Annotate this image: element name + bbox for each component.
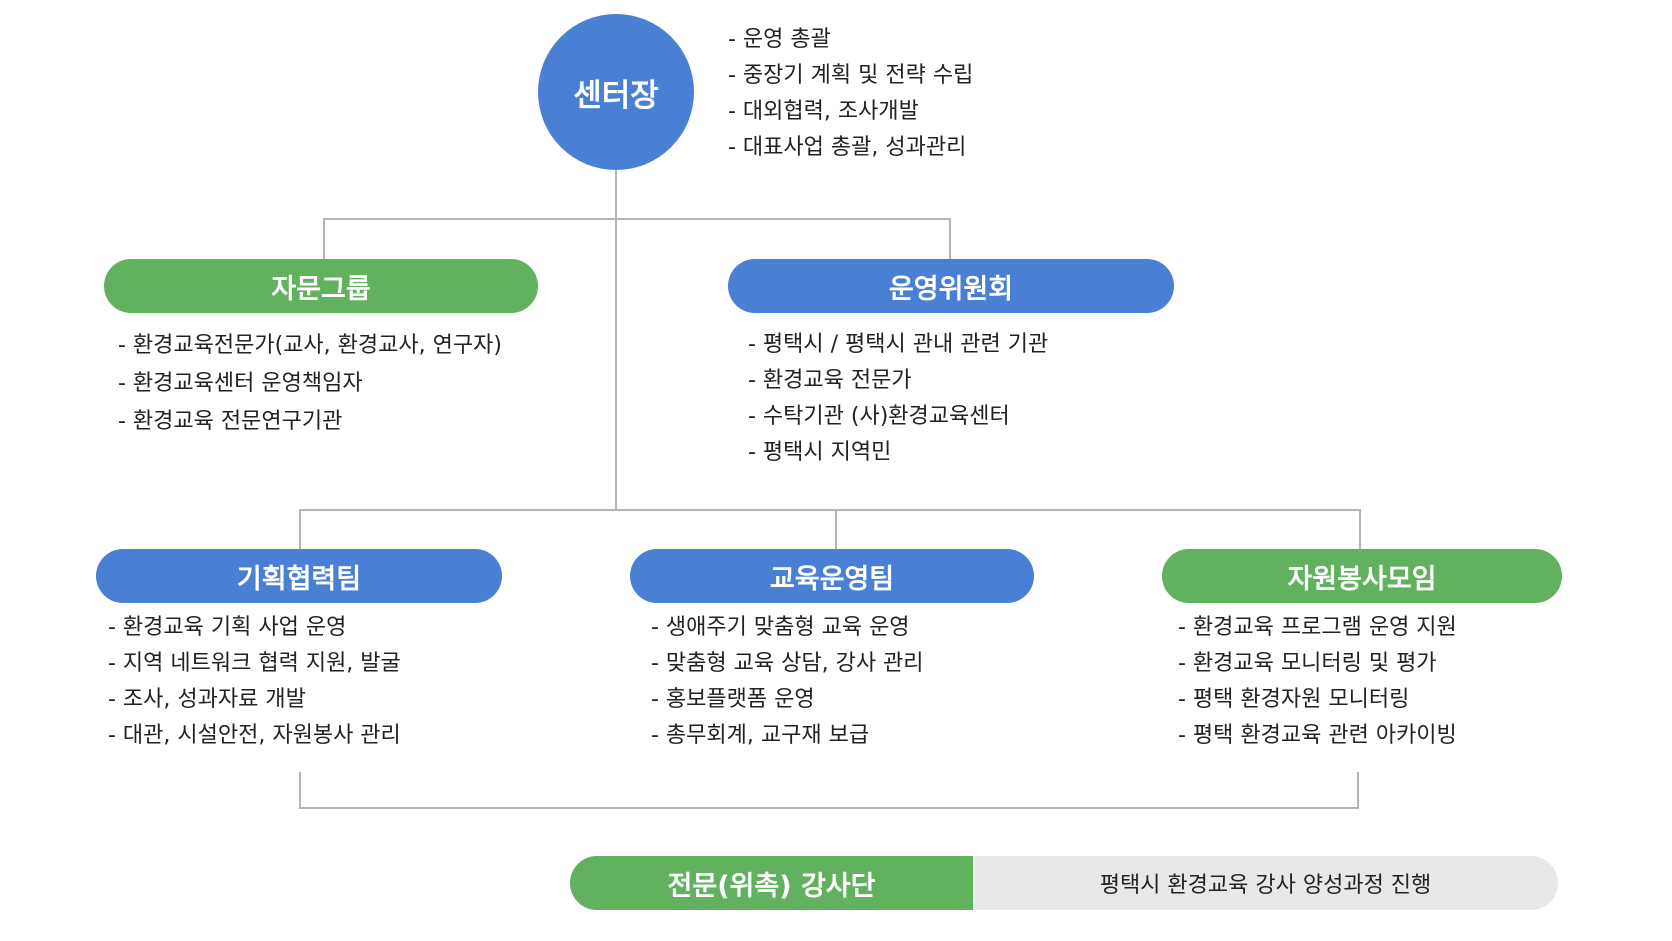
director-duty: - 대외협력, 조사개발 (728, 99, 919, 124)
education-team-item: - 홍보플랫폼 운영 (651, 687, 815, 712)
operating-committee-items: - 평택시 / 평택시 관내 관련 기관 - 환경교육 전문가 - 수탁기관 (… (748, 327, 1048, 471)
committee-item: - 환경교육 전문가 (748, 368, 912, 393)
director-duty: - 운영 총괄 (728, 27, 831, 52)
director-duties: - 운영 총괄 - 중장기 계획 및 전략 수립 - 대외협력, 조사개발 - … (728, 22, 973, 166)
operating-committee-node: 운영위원회 (728, 259, 1174, 313)
volunteer-item: - 평택 환경자원 모니터링 (1178, 687, 1410, 712)
advisory-group-node: 자문그룹 (104, 259, 538, 313)
advisory-item: - 환경교육 전문연구기관 (118, 409, 343, 434)
education-team-item: - 생애주기 맞춤형 교육 운영 (651, 615, 910, 640)
instructor-group-bar: 전문(위촉) 강사단 평택시 환경교육 강사 양성과정 진행 (570, 856, 1558, 910)
advisory-item: - 환경교육센터 운영책임자 (118, 371, 363, 396)
director-duty: - 중장기 계획 및 전략 수립 (728, 63, 974, 88)
planning-team-item: - 지역 네트워크 협력 지원, 발굴 (108, 651, 401, 676)
director-node: 센터장 (538, 14, 694, 170)
education-team-items: - 생애주기 맞춤형 교육 운영 - 맞춤형 교육 상담, 강사 관리 - 홍보… (651, 610, 924, 754)
director-duty: - 대표사업 총괄, 성과관리 (728, 135, 967, 160)
advisory-group-items: - 환경교육전문가(교사, 환경교사, 연구자) - 환경교육센터 운영책임자 … (118, 327, 502, 441)
volunteer-group-items: - 환경교육 프로그램 운영 지원 - 환경교육 모니터링 및 평가 - 평택 … (1178, 610, 1457, 754)
lower-branch-line (299, 509, 1361, 550)
instructor-group-label: 전문(위촉) 강사단 (570, 856, 973, 910)
committee-item: - 수탁기관 (사)환경교육센터 (748, 404, 1010, 429)
education-team-node: 교육운영팀 (630, 549, 1034, 603)
volunteer-item: - 환경교육 모니터링 및 평가 (1178, 651, 1437, 676)
planning-team-items: - 환경교육 기획 사업 운영 - 지역 네트워크 협력 지원, 발굴 - 조사… (108, 610, 401, 754)
planning-team-item: - 조사, 성과자료 개발 (108, 687, 306, 712)
planning-team-item: - 대관, 시설안전, 자원봉사 관리 (108, 723, 401, 748)
committee-item: - 평택시 / 평택시 관내 관련 기관 (748, 332, 1049, 357)
upper-branch-line (323, 218, 951, 260)
committee-item: - 평택시 지역민 (748, 440, 892, 465)
volunteer-group-node: 자원봉사모임 (1162, 549, 1562, 603)
education-team-item: - 맞춤형 교육 상담, 강사 관리 (651, 651, 924, 676)
volunteer-item: - 환경교육 프로그램 운영 지원 (1178, 615, 1457, 640)
planning-team-item: - 환경교육 기획 사업 운영 (108, 615, 347, 640)
education-team-item: - 총무회계, 교구재 보급 (651, 723, 870, 748)
instructor-group-description: 평택시 환경교육 강사 양성과정 진행 (1099, 873, 1432, 898)
volunteer-item: - 평택 환경교육 관련 아카이빙 (1178, 723, 1457, 748)
planning-team-node: 기획협력팀 (96, 549, 502, 603)
bottom-bracket-line (299, 772, 1359, 809)
advisory-item: - 환경교육전문가(교사, 환경교사, 연구자) (118, 333, 502, 358)
